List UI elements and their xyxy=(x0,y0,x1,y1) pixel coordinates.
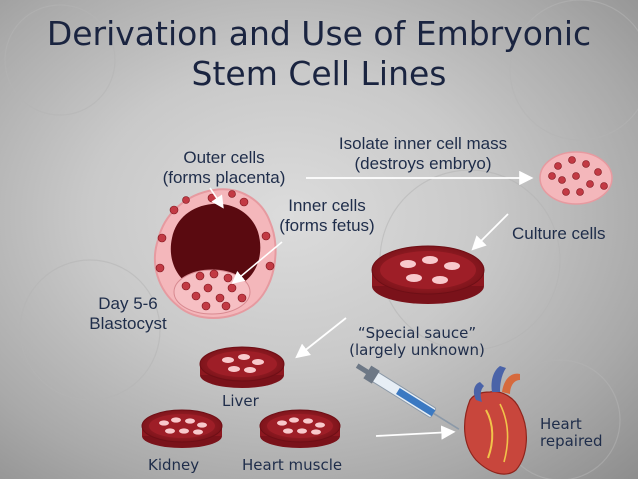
arrow-to-heart xyxy=(375,425,456,440)
kidney-label: Kidney xyxy=(148,456,200,474)
inner-cells-label: Inner cells (forms fetus) xyxy=(264,196,390,235)
pointer-inner-cells xyxy=(231,241,283,285)
liver-dish xyxy=(199,346,285,388)
culture-cells-label: Culture cells xyxy=(512,224,606,243)
kidney-dish xyxy=(141,409,223,448)
heart-repaired-label: Heart repaired xyxy=(540,415,603,451)
blastocyst xyxy=(153,188,277,319)
arrow-to-liver xyxy=(295,317,347,359)
title-line-2: Stem Cell Lines xyxy=(191,54,447,94)
liver-label: Liver xyxy=(222,392,259,410)
inner-cells-subtext: (forms fetus) xyxy=(279,215,375,235)
special-sauce-label: “Special sauce” (largely unknown) xyxy=(334,324,500,360)
isolate-text: Isolate inner cell mass xyxy=(338,134,508,153)
heart-icon xyxy=(464,366,527,475)
heart-repaired-text-1: Heart xyxy=(540,415,582,433)
inner-cells-text: Inner cells xyxy=(288,196,366,215)
isolate-subtext: (destroys embryo) xyxy=(354,153,492,173)
title-line-1: Derivation and Use of Embryonic xyxy=(46,14,592,53)
pointer-outer-cells xyxy=(209,187,224,209)
day-text: Day 5-6 xyxy=(98,294,158,313)
isolate-label: Isolate inner cell mass (destroys embryo… xyxy=(312,134,534,173)
heart-muscle-label: Heart muscle xyxy=(242,456,343,474)
heart-muscle-dish xyxy=(259,409,341,448)
special-sauce-subtext: (largely unknown) xyxy=(349,341,485,360)
outer-cells-label: Outer cells (forms placenta) xyxy=(146,148,302,187)
arrow-to-culture xyxy=(471,213,509,251)
isolated-cell-cluster xyxy=(539,151,613,205)
special-sauce-text: “Special sauce” xyxy=(357,324,477,342)
slide-title: Derivation and Use of Embryonic Stem Cel… xyxy=(0,14,638,95)
blastocyst-label: Day 5-6 Blastocyst xyxy=(78,294,178,333)
blastocyst-text: Blastocyst xyxy=(89,313,167,333)
culture-dish xyxy=(371,245,485,304)
blastocyst-cavity xyxy=(170,203,261,291)
outer-cells-text: Outer cells xyxy=(183,148,265,167)
heart-repaired-text-2: repaired xyxy=(540,432,603,451)
syringe-icon xyxy=(355,363,460,430)
outer-cells-subtext: (forms placenta) xyxy=(162,167,286,187)
